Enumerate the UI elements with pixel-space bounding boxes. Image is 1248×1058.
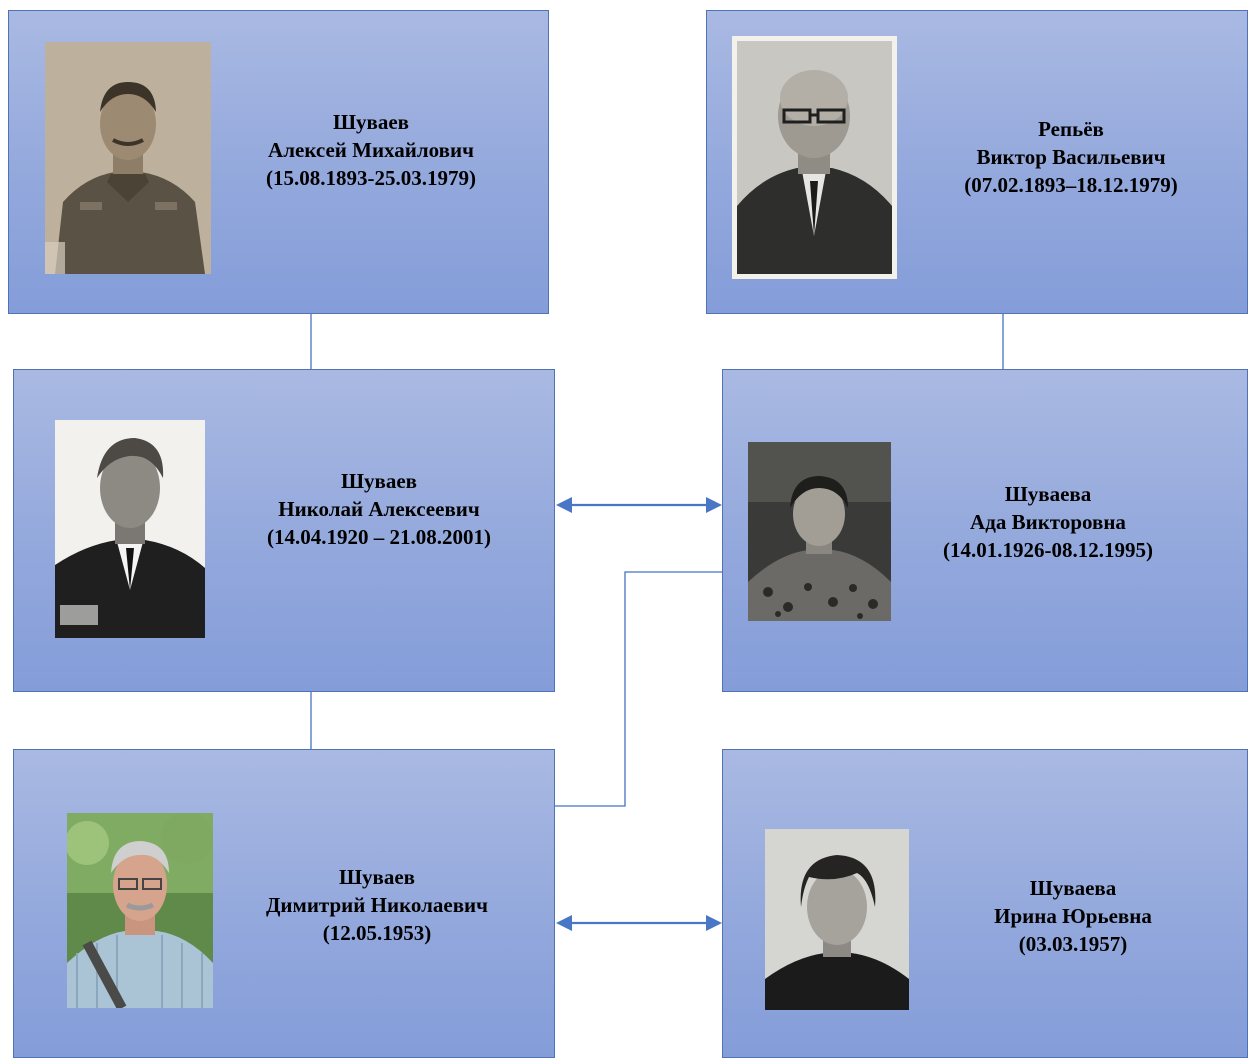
person-info: Шуваева Ирина Юрьевна (03.03.1957) [923,874,1223,958]
person-info: Шуваева Ада Викторовна (14.01.1926-08.12… [898,480,1198,564]
person-given-name: Ирина Юрьевна [994,904,1152,928]
person-surname: Шуваева [1029,876,1117,900]
person-given-name: Николай Алексеевич [278,497,480,521]
person-surname: Шуваева [1004,482,1092,506]
person-surname: Шуваев [338,865,416,889]
person-info: Шуваев Николай Алексеевич (14.04.1920 – … [229,467,529,551]
person-surname: Репьёв [1038,117,1104,141]
portrait-photo [55,420,205,638]
marriage-arrow-dimitriy-irina [556,915,722,931]
person-dates: (07.02.1893–18.12.1979) [964,173,1178,197]
person-given-name: Виктор Васильевич [976,145,1166,169]
line-ada-to-dimitriy [555,571,723,807]
portrait-photo [67,813,213,1008]
person-dates: (12.05.1953) [322,921,432,945]
person-dates: (14.04.1920 – 21.08.2001) [267,525,491,549]
person-info: Шуваев Димитрий Николаевич (12.05.1953) [227,863,527,947]
person-dates: (03.03.1957) [1018,932,1128,956]
person-card-aleksey: Шуваев Алексей Михайлович (15.08.1893-25… [8,10,549,314]
person-info: Шуваев Алексей Михайлович (15.08.1893-25… [221,108,521,192]
portrait-photo [765,829,909,1010]
person-given-name: Алексей Михайлович [268,138,474,162]
person-given-name: Ада Викторовна [970,510,1126,534]
person-info: Репьёв Виктор Васильевич (07.02.1893–18.… [921,115,1221,199]
portrait-photo [748,442,891,621]
portrait-photo [732,36,897,279]
marriage-arrow-nikolay-ada [556,497,722,513]
person-card-viktor: Репьёв Виктор Васильевич (07.02.1893–18.… [706,10,1248,314]
person-surname: Шуваев [340,469,418,493]
person-card-nikolay: Шуваев Николай Алексеевич (14.04.1920 – … [13,369,555,692]
person-surname: Шуваев [332,110,410,134]
person-dates: (14.01.1926-08.12.1995) [943,538,1153,562]
person-card-dimitriy: Шуваев Димитрий Николаевич (12.05.1953) [13,749,555,1058]
person-card-ada: Шуваева Ада Викторовна (14.01.1926-08.12… [722,369,1248,692]
person-dates: (15.08.1893-25.03.1979) [266,166,476,190]
portrait-photo [45,42,211,274]
person-given-name: Димитрий Николаевич [265,893,489,917]
person-card-irina: Шуваева Ирина Юрьевна (03.03.1957) [722,749,1248,1058]
